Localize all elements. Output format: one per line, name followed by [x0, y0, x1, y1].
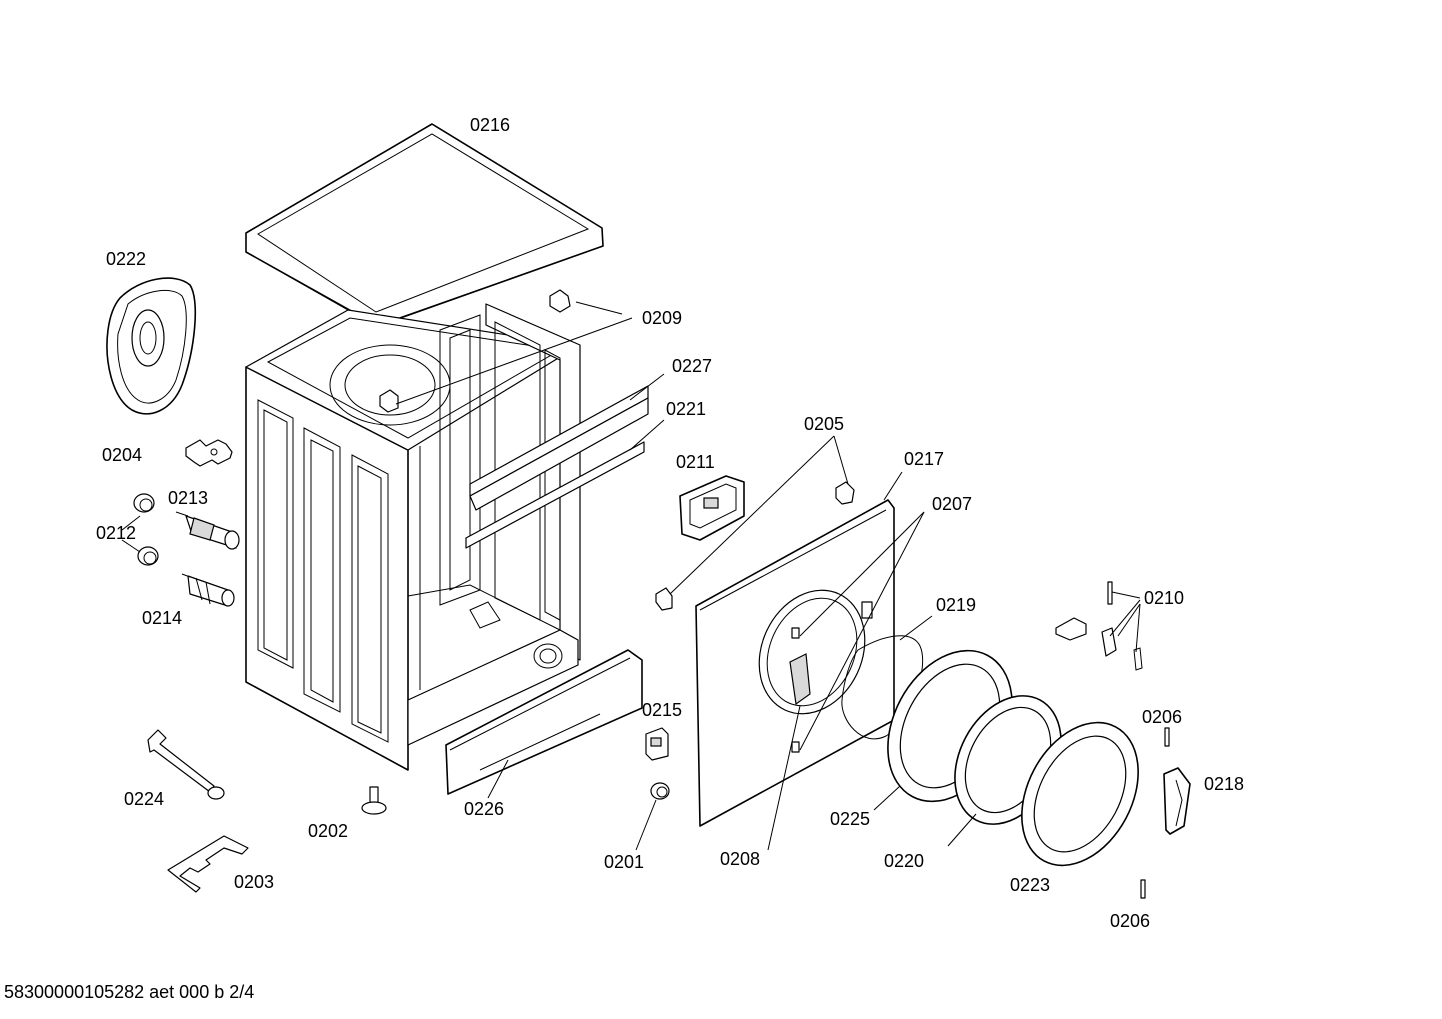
part-0212-cap-upper	[133, 493, 155, 513]
part-0218-door-handle	[1163, 767, 1191, 835]
part-0223-outer-door-ring	[1021, 721, 1139, 867]
part-0206-pin-upper	[1164, 727, 1170, 747]
part-0214-damper	[181, 573, 235, 607]
label-0206-lower: 0206	[1110, 911, 1150, 931]
label-0218: 0218	[1204, 774, 1244, 794]
label-0227: 0227	[672, 356, 712, 376]
label-0220: 0220	[884, 851, 924, 871]
label-0215: 0215	[642, 700, 682, 720]
part-0221-lower-brace	[465, 441, 645, 549]
part-0209-clip-lower	[379, 389, 399, 413]
part-0227-upper-brace	[469, 385, 649, 511]
part-labels: 0216 0222 0209 0227 0221 0205 0204 0211 …	[96, 115, 1244, 931]
part-0211-door-lock	[679, 475, 745, 541]
label-0206-upper: 0206	[1142, 707, 1182, 727]
part-0205-clip-lower	[655, 587, 673, 611]
part-0203-transport-plate	[167, 835, 249, 893]
part-0206-pin-lower	[1140, 879, 1146, 899]
label-0226: 0226	[464, 799, 504, 819]
part-0212-cap-lower	[137, 546, 159, 566]
label-0211: 0211	[676, 452, 715, 472]
label-0225: 0225	[830, 809, 870, 829]
part-0202-adjustable-foot	[361, 786, 387, 815]
part-0213-shock-absorber	[175, 511, 240, 550]
label-0204: 0204	[102, 445, 142, 465]
part-0201-cap	[650, 782, 670, 800]
part-0209-clip-upper	[549, 289, 571, 313]
label-0208: 0208	[720, 849, 760, 869]
part-0226-plinth-panel	[445, 649, 643, 795]
label-0213: 0213	[168, 488, 208, 508]
label-0217: 0217	[904, 449, 944, 469]
leader-lines	[121, 301, 1141, 851]
part-0215-switch	[645, 727, 669, 761]
label-0210: 0210	[1144, 588, 1184, 608]
label-0207: 0207	[932, 494, 972, 514]
part-0204-bracket	[185, 439, 233, 467]
label-0209: 0209	[642, 308, 682, 328]
part-0224-wrench	[147, 729, 225, 800]
label-0216: 0216	[470, 115, 510, 135]
part-0222-rear-cover	[106, 277, 197, 415]
label-0201: 0201	[604, 852, 644, 872]
label-0203: 0203	[234, 872, 274, 892]
drawing-reference-footer: 58300000105282 aet 000 b 2/4	[4, 982, 254, 1002]
label-0222: 0222	[106, 249, 146, 269]
part-0210-hinge-set	[1055, 581, 1143, 671]
label-0202: 0202	[308, 821, 348, 841]
part-0205-clip-upper	[835, 481, 855, 505]
part-0217-front-panel	[695, 499, 895, 827]
cabinet-housing	[245, 303, 581, 771]
label-0224: 0224	[124, 789, 164, 809]
part-0219-spring	[841, 635, 924, 740]
label-0221: 0221	[666, 399, 706, 419]
label-0214: 0214	[142, 608, 182, 628]
label-0212: 0212	[96, 523, 136, 543]
label-0223: 0223	[1010, 875, 1050, 895]
part-0216-top-cover	[245, 123, 604, 327]
label-0219: 0219	[936, 595, 976, 615]
label-0205: 0205	[804, 414, 844, 434]
